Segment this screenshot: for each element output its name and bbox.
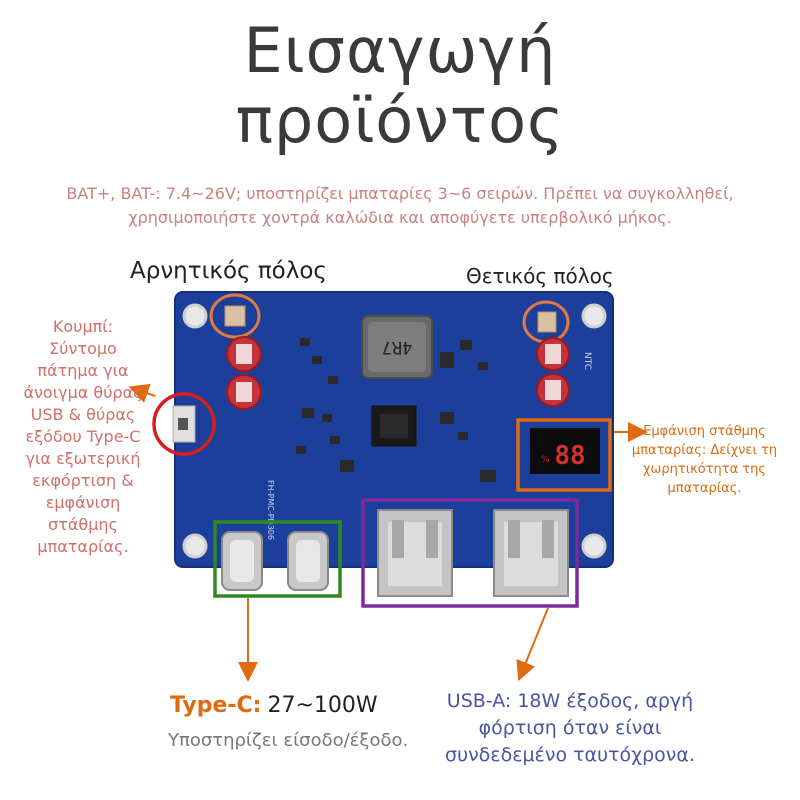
usba-arrow: [516, 607, 549, 682]
negative-pole-label: Αρνητικός πόλος: [130, 258, 327, 284]
ntc-silk: NTC: [582, 352, 592, 370]
battery-display: [530, 428, 600, 474]
capacitor-right-bottom: [536, 373, 570, 407]
mount-hole-icon: [581, 303, 607, 329]
usba-port-2: [493, 509, 569, 597]
inductor-marking: 4R7: [382, 337, 413, 357]
button-arrow: [128, 383, 156, 403]
svg-text:%: %: [541, 455, 550, 465]
usba-box: [361, 498, 579, 608]
button-label: Κουμπί: Σύντομο πάτημα για άνοιγμα θύρας…: [23, 317, 143, 556]
capacitor-left-top: [226, 336, 262, 372]
typec-description: Υποστηρίζει είσοδο/έξοδο.: [168, 730, 409, 751]
display-label: Εμφάνιση στάθμης μπαταρίας: Δείχνει τη χ…: [631, 424, 778, 496]
display-readout: 88: [554, 441, 585, 471]
capacitor-left-bottom: [226, 374, 262, 410]
typec-name: Type-C:: [170, 693, 262, 718]
typec-port-1: [221, 531, 263, 591]
usba-label: USB-A: 18W έξοδος, αργή φόρτιση όταν είν…: [445, 690, 695, 766]
button-ring: [152, 392, 216, 456]
negative-pad: [224, 305, 246, 327]
display-box: [516, 418, 612, 492]
mount-hole-icon: [182, 303, 208, 329]
voltage-note: BAT+, BAT-: 7.4~26V; υποστηρίζει μπαταρί…: [66, 184, 734, 227]
negative-pole-ring: [209, 293, 261, 339]
mount-hole-icon: [182, 533, 208, 559]
main-chip: [371, 405, 417, 447]
usba-port-1: [377, 509, 453, 597]
mount-hole-icon: [581, 533, 607, 559]
capacitor-right-top: [536, 337, 570, 371]
positive-pole-label: Θετικός πόλος: [466, 264, 614, 288]
title-line-1: Εισαγωγή: [243, 14, 557, 87]
typec-heading: Type-C:27~100W: [170, 693, 378, 718]
typec-power: 27~100W: [267, 693, 378, 718]
typec-port-2: [287, 531, 329, 591]
typec-box: [213, 520, 342, 598]
title-line-2: προϊόντος: [235, 84, 565, 157]
positive-pad: [537, 311, 557, 333]
board-silk-text: FH-PMC-PD306: [266, 480, 275, 540]
page-title: Εισαγωγή προϊόντος: [0, 20, 800, 160]
